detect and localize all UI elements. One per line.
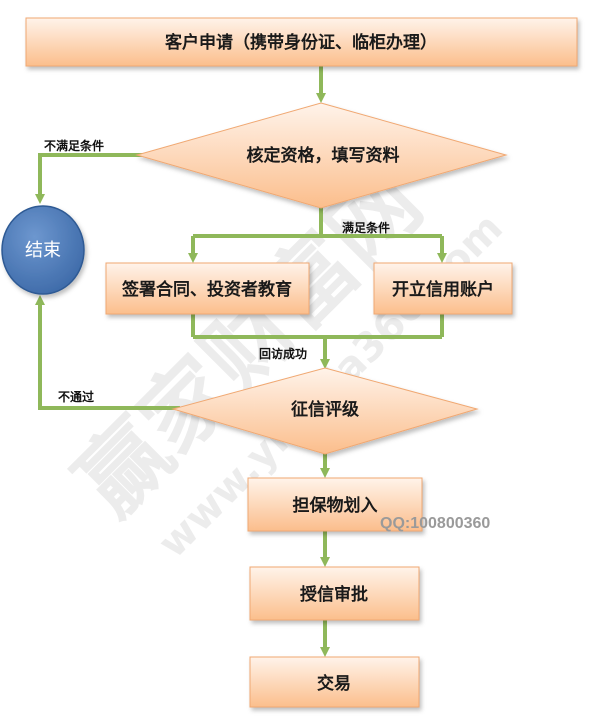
edge-label-not-qualified: 不满足条件 xyxy=(44,138,104,153)
node-sign-label: 签署合同、投资者教育 xyxy=(121,279,292,300)
node-apply-label: 客户申请（携带身份证、临柜办理） xyxy=(164,32,437,53)
node-approval: 授信审批 xyxy=(249,566,420,621)
watermark-qq: QQ:100800360 xyxy=(380,515,490,532)
node-rating-label: 征信评级 xyxy=(291,399,359,420)
edge-label-qualified: 满足条件 xyxy=(342,220,390,235)
node-end: 结束 xyxy=(1,205,85,295)
node-open-account: 开立信用账户 xyxy=(373,262,513,315)
node-sign: 签署合同、投资者教育 xyxy=(105,262,310,315)
node-rating: 征信评级 xyxy=(171,367,479,455)
node-end-label: 结束 xyxy=(25,240,61,261)
node-apply: 客户申请（携带身份证、临柜办理） xyxy=(25,17,578,67)
arrow-rating-to-end xyxy=(35,295,180,410)
node-trade-label: 交易 xyxy=(317,673,351,694)
node-approval-label: 授信审批 xyxy=(300,584,368,605)
node-verify-label: 核定资格，填写资料 xyxy=(247,145,400,166)
node-open-account-label: 开立信用账户 xyxy=(392,279,494,300)
node-collateral: 担保物划入 xyxy=(247,477,423,532)
connectors xyxy=(35,66,447,657)
arrow-verify-to-end xyxy=(35,153,143,204)
edge-label-not-passed: 不通过 xyxy=(58,389,94,404)
node-trade: 交易 xyxy=(249,656,420,708)
edge-label-callback-success: 回访成功 xyxy=(259,346,307,361)
node-collateral-label: 担保物划入 xyxy=(293,495,378,516)
node-verify: 核定资格，填写资料 xyxy=(135,102,508,209)
